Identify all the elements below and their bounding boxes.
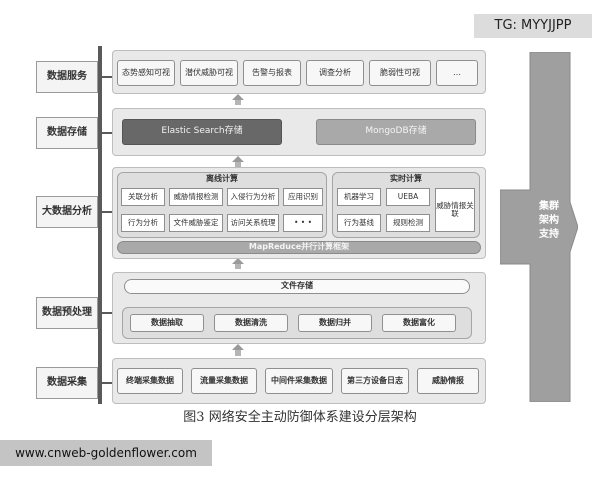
- realtime-item: 威胁情报关联: [435, 188, 475, 232]
- mongodb-storage: MongoDB存储: [316, 119, 476, 145]
- realtime-item: 行为基线: [337, 214, 381, 232]
- service-box: 潜伏威胁可视: [180, 60, 238, 86]
- label-bigdata-analysis: 大数据分析: [36, 196, 98, 228]
- arrow-stem: [235, 99, 241, 105]
- service-box: 态势感知可视: [117, 60, 175, 86]
- up-arrow-icon: [232, 258, 244, 264]
- service-box: 脆弱性可视: [369, 60, 431, 86]
- elasticsearch-storage: Elastic Search存储: [122, 119, 282, 145]
- arrow-stem: [235, 161, 241, 167]
- offline-item: 入侵行为分析: [227, 188, 279, 206]
- realtime-item: 规则检测: [386, 214, 430, 232]
- preprocess-step: 数据抽取: [130, 314, 204, 332]
- arrow-stem: [235, 263, 241, 269]
- arrow-stem: [235, 349, 241, 356]
- collection-source: 中间件采集数据: [265, 368, 333, 394]
- label-data-collection: 数据采集: [36, 367, 98, 399]
- collection-source: 威胁情报: [417, 368, 479, 394]
- offline-item: 行为分析: [121, 214, 165, 232]
- up-arrow-icon: [232, 156, 244, 162]
- up-arrow-icon: [232, 94, 244, 100]
- watermark-top: TG: MYYJJPP: [474, 14, 592, 38]
- collection-source: 第三方设备日志: [341, 368, 409, 394]
- realtime-item: 机器学习: [337, 188, 381, 206]
- connector: [102, 132, 112, 134]
- preprocess-step: 数据富化: [382, 314, 456, 332]
- label-data-storage: 数据存储: [36, 117, 98, 149]
- preprocess-step: 数据归并: [298, 314, 372, 332]
- realtime-item: UEBA: [386, 188, 430, 206]
- cluster-support-arrow: [500, 52, 578, 402]
- file-storage-bar: 文件存储: [124, 279, 470, 294]
- figure-caption: 图3 网络安全主动防御体系建设分层架构: [183, 410, 417, 425]
- offline-item: 访问关系梳理: [227, 214, 279, 232]
- service-box-more: …: [436, 60, 478, 86]
- collection-source: 终端采集数据: [117, 368, 183, 394]
- service-box: 告警与报表: [243, 60, 301, 86]
- connector: [102, 76, 112, 78]
- offline-item: 应用识别: [283, 188, 323, 206]
- connector: [102, 312, 112, 314]
- connector: [102, 211, 112, 213]
- collection-source: 流量采集数据: [191, 368, 257, 394]
- up-arrow-icon: [232, 344, 244, 350]
- realtime-compute-title: 实时计算: [390, 174, 422, 183]
- vertical-axis: [98, 46, 102, 404]
- mapreduce-framework: MapReduce并行计算框架: [117, 241, 481, 254]
- preprocess-step: 数据清洗: [214, 314, 288, 332]
- watermark-bottom: www.cnweb-goldenflower.com: [0, 440, 212, 466]
- label-preprocessing: 数据预处理: [36, 297, 98, 329]
- offline-item: 文件威胁鉴定: [169, 214, 223, 232]
- offline-item-more: • • •: [283, 214, 323, 232]
- offline-item: 威胁情报检测: [169, 188, 223, 206]
- service-box: 调查分析: [306, 60, 364, 86]
- connector: [102, 382, 112, 384]
- cluster-support-label: 集群 架构 支持: [539, 201, 559, 240]
- offline-item: 关联分析: [121, 188, 165, 206]
- label-data-service: 数据服务: [36, 61, 98, 93]
- offline-compute-title: 离线计算: [206, 174, 238, 183]
